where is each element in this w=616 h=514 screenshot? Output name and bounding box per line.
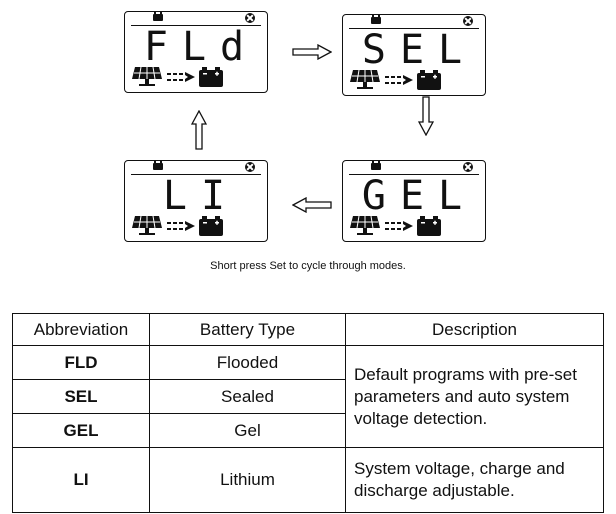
lcd-panel-fld: FLd: [124, 11, 268, 93]
table-row: FLD Flooded Default programs with pre-se…: [12, 345, 604, 448]
lcd-divider: [131, 174, 261, 175]
battery-icon: [371, 161, 381, 170]
table-header-row: Abbreviation Battery Type Description: [12, 313, 604, 346]
tools-icon: [245, 162, 255, 172]
solar-panel-icon: [349, 68, 381, 90]
solar-panel-icon: [349, 214, 381, 236]
header-abbreviation: Abbreviation: [12, 313, 150, 346]
battery-icon: [417, 216, 441, 236]
battery-icon: [199, 216, 223, 236]
solar-panel-icon: [131, 65, 163, 87]
lcd-mode-text: FLd: [143, 24, 259, 70]
type-cell: Gel: [149, 413, 346, 448]
abbr-cell: LI: [12, 447, 150, 513]
arrow-right-icon: [292, 44, 332, 60]
charge-flow-arrow-icon: [385, 221, 413, 231]
lcd-status-icons: [131, 65, 241, 87]
lcd-status-icons: [349, 68, 459, 90]
abbr-cell: FLD: [12, 345, 150, 380]
description-cell: Default programs with pre-set parameters…: [345, 345, 604, 448]
tools-icon: [245, 13, 255, 23]
charge-flow-arrow-icon: [385, 75, 413, 85]
charge-flow-arrow-icon: [167, 221, 195, 231]
header-battery-type: Battery Type: [149, 313, 346, 346]
battery-icon: [153, 12, 163, 21]
table-row: GEL Gel: [12, 413, 604, 448]
lcd-divider: [131, 25, 261, 26]
solar-panel-icon: [131, 214, 163, 236]
lcd-panel-li: LI: [124, 160, 268, 242]
abbr-cell: GEL: [12, 413, 150, 448]
type-cell: Lithium: [149, 447, 346, 513]
type-cell: Sealed: [149, 379, 346, 414]
battery-mode-table: Abbreviation Battery Type Description FL…: [12, 313, 604, 513]
lcd-panel-gel: GEL: [342, 160, 486, 242]
lcd-mode-text: SEL: [361, 27, 477, 73]
arrow-up-icon: [191, 110, 207, 150]
battery-icon: [153, 161, 163, 170]
battery-icon: [371, 15, 381, 24]
table-row: LI Lithium System voltage, charge and di…: [12, 447, 604, 513]
tools-icon: [463, 16, 473, 26]
abbr-cell: SEL: [12, 379, 150, 414]
lcd-status-icons: [131, 214, 241, 236]
lcd-divider: [349, 28, 479, 29]
arrow-down-icon: [418, 96, 434, 136]
battery-icon: [199, 67, 223, 87]
lcd-panel-sel: SEL: [342, 14, 486, 96]
charge-flow-arrow-icon: [167, 72, 195, 82]
battery-icon: [417, 70, 441, 90]
lcd-status-icons: [349, 214, 459, 236]
lcd-mode-text: LI: [162, 173, 240, 219]
table-row: SEL Sealed: [12, 379, 604, 414]
arrow-left-icon: [292, 197, 332, 213]
type-cell: Flooded: [149, 345, 346, 380]
description-cell: System voltage, charge and discharge adj…: [345, 447, 604, 513]
lcd-mode-text: GEL: [361, 173, 477, 219]
header-description: Description: [345, 313, 604, 346]
cycle-caption: Short press Set to cycle through modes.: [210, 260, 406, 272]
lcd-divider: [349, 174, 479, 175]
tools-icon: [463, 162, 473, 172]
